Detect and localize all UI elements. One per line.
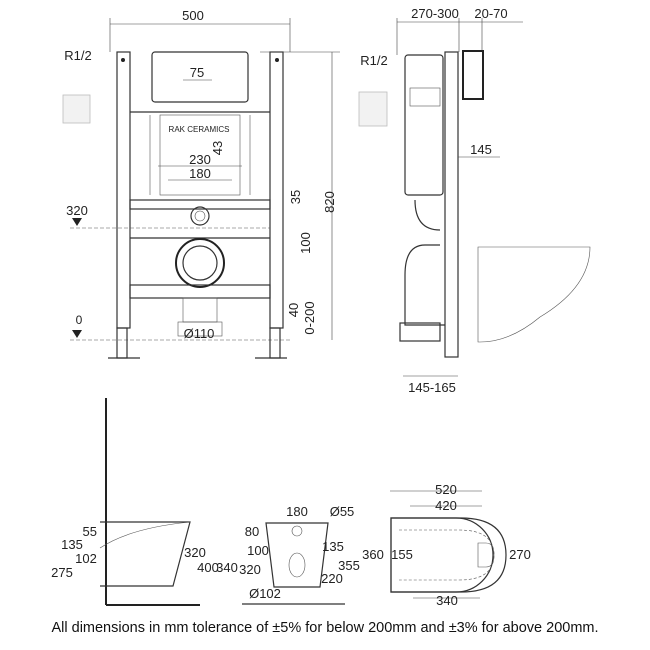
top-dim-155: 155	[391, 547, 413, 562]
rear-dim-135: 135	[322, 539, 344, 554]
front-view-frame	[62, 18, 340, 359]
bowl-dim-275: 275	[51, 565, 73, 580]
bowl-dim-340: 340	[216, 560, 238, 575]
top-dim-420: 420	[435, 498, 457, 513]
dim-145-165: 145-165	[408, 380, 456, 395]
dim-145: 145	[470, 142, 492, 157]
plate-depth-label: 20-70	[474, 6, 507, 21]
rear-dim-355: 355	[338, 558, 360, 573]
bowl-side-view	[99, 398, 200, 606]
tolerance-caption: All dimensions in mm tolerance of ±5% fo…	[51, 620, 598, 636]
side-view-frame	[358, 18, 591, 377]
top-dim-340: 340	[436, 593, 458, 608]
bowl-dim-55: 55	[83, 524, 97, 539]
rear-dim-320: 320	[239, 562, 261, 577]
rear-dim-220: 220	[321, 571, 343, 586]
rear-dim-80: 80	[245, 524, 259, 539]
side-inlet-label: R1/2	[360, 53, 387, 68]
dim-40: 40	[286, 303, 301, 317]
rear-dim-102: Ø102	[249, 586, 281, 601]
dim-180: 180	[189, 166, 211, 181]
rear-dim-55: Ø55	[330, 504, 355, 519]
rak-logo: RAK CERAMICS	[169, 125, 230, 134]
bowl-dim-135: 135	[61, 537, 83, 552]
dim-230: 230	[189, 152, 211, 167]
height-820: 820	[322, 191, 337, 213]
bowl-dim-102: 102	[75, 551, 97, 566]
front-width-label: 500	[182, 8, 204, 23]
top-dim-270: 270	[509, 547, 531, 562]
side-depth-label: 270-300	[411, 6, 459, 21]
bowl-dim-320: 320	[184, 545, 206, 560]
dim-43: 43	[210, 141, 225, 155]
dim-35: 35	[288, 190, 303, 204]
level-0: 0	[76, 313, 83, 327]
plate-width-label: 75	[190, 65, 204, 80]
rear-dim-180: 180	[286, 504, 308, 519]
bowl-rear-view	[242, 522, 345, 605]
dim-0-200: 0-200	[302, 301, 317, 334]
dim-100: 100	[298, 232, 313, 254]
level-320: 320	[66, 203, 88, 218]
top-dim-360: 360	[362, 547, 384, 562]
bowl-dim-400: 400	[197, 560, 219, 575]
bowl-top-view	[390, 490, 507, 599]
rear-dim-100: 100	[247, 543, 269, 558]
drain-110: Ø110	[184, 326, 215, 341]
front-inlet-label: R1/2	[64, 48, 91, 63]
top-dim-520: 520	[435, 482, 457, 497]
